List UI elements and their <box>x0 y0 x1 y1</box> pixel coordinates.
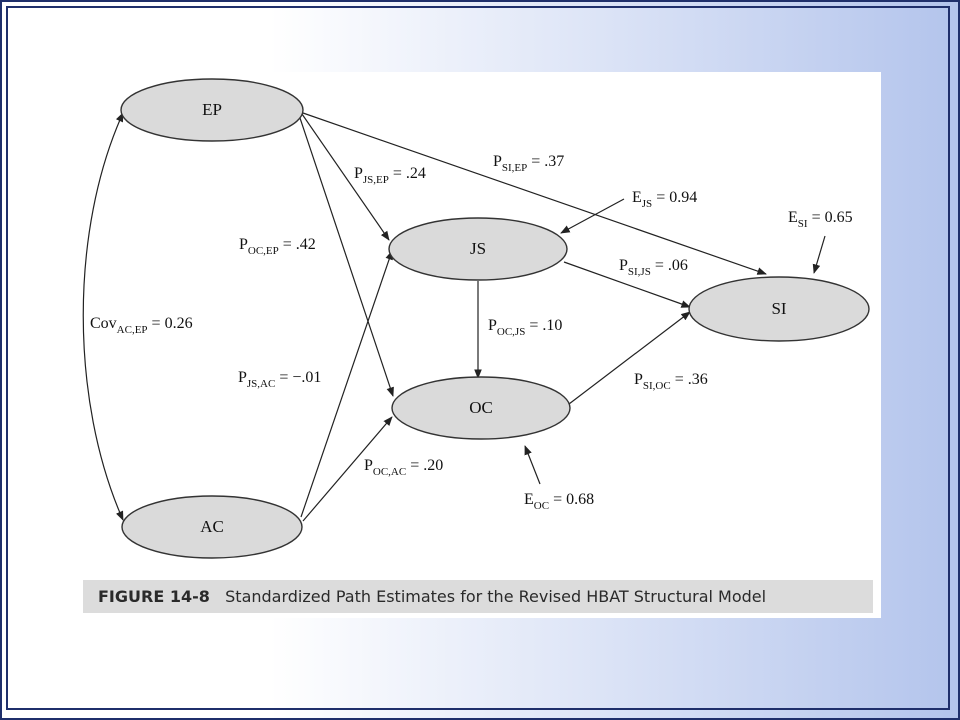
figure-number: FIGURE 14-8 <box>98 587 210 606</box>
edge-ac-oc <box>302 416 393 522</box>
edge-error-js <box>560 198 625 234</box>
edge-ep-js <box>301 113 390 241</box>
label-p-js-ep: PJS,EP = .24 <box>354 165 426 186</box>
node-si-label: SI <box>771 299 786 318</box>
label-p-si-oc: PSI,OC = .36 <box>634 371 708 392</box>
edge-cov-ac-ep <box>82 112 124 521</box>
figure-caption: FIGURE 14-8 Standardized Path Estimates … <box>83 580 873 613</box>
label-error-si: ESI = 0.65 <box>788 209 853 230</box>
label-p-oc-js: POC,JS = .10 <box>488 317 562 338</box>
label-p-oc-ac: POC,AC = .20 <box>364 457 443 478</box>
caption-text: FIGURE 14-8 Standardized Path Estimates … <box>98 587 766 606</box>
label-error-oc: EOC = 0.68 <box>524 491 594 512</box>
edge-js-si <box>563 261 691 308</box>
node-js-label: JS <box>470 239 486 258</box>
node-ac-label: AC <box>200 517 224 536</box>
label-p-oc-ep: POC,EP = .42 <box>239 236 316 257</box>
node-oc-label: OC <box>469 398 493 417</box>
node-si: SI <box>688 276 870 342</box>
label-p-js-ac: PJS,AC = −.01 <box>238 369 321 390</box>
label-p-si-js: PSI,JS = .06 <box>619 257 688 278</box>
node-oc: OC <box>391 376 571 440</box>
label-covariance: CovAC,EP = 0.26 <box>90 315 193 336</box>
node-js: JS <box>388 217 568 281</box>
node-ep: EP <box>120 78 304 142</box>
figure-title: Standardized Path Estimates for the Revi… <box>225 587 767 606</box>
label-p-si-ep: PSI,EP = .37 <box>493 153 564 174</box>
edge-ac-js <box>300 250 393 518</box>
label-error-js: EJS = 0.94 <box>632 189 697 210</box>
node-ep-label: EP <box>202 100 222 119</box>
slide-border <box>6 6 950 710</box>
edge-oc-si <box>568 311 691 405</box>
edge-error-oc <box>524 445 541 485</box>
edge-error-si <box>812 235 826 274</box>
node-ac: AC <box>121 495 303 559</box>
edge-ep-si <box>302 112 767 275</box>
edge-ep-oc <box>299 117 394 397</box>
